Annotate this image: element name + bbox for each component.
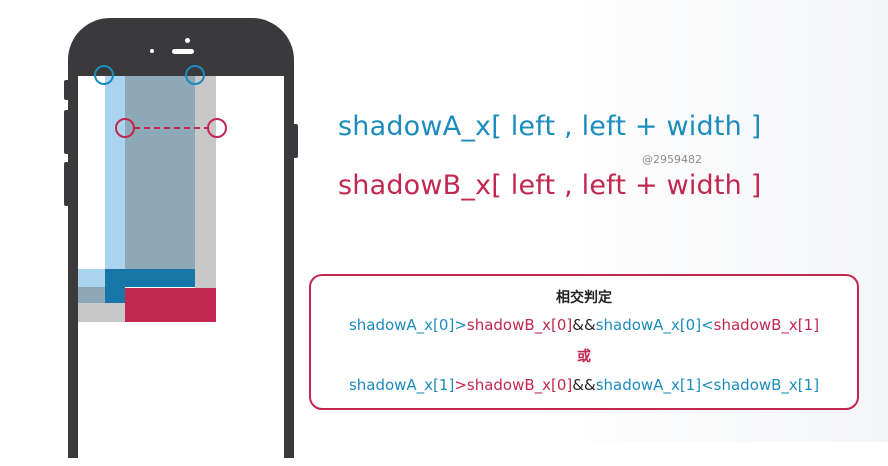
shadow-a-bar	[78, 269, 105, 287]
op-gt: >	[454, 316, 467, 334]
judgment-condition-2: shadowA_x[1]>shadowB_x[0]&&shadowA_x[1]<…	[311, 376, 857, 394]
phone-power-button	[293, 124, 298, 158]
term-shadow-b0: shadowB_x[0]	[466, 376, 573, 394]
term-shadow-a1: shadowA_x[1]	[595, 376, 702, 394]
op-lt: <	[701, 316, 714, 334]
shadow-a-formula: shadowA_x[ left , left + width ]	[338, 111, 762, 142]
shadow-a-lower	[105, 287, 125, 303]
term-shadow-a1: shadowA_x[1]	[348, 376, 455, 394]
term-shadow-b1: shadowB_x[1]	[713, 376, 820, 394]
op-gt: >	[454, 376, 467, 394]
phone-mute-switch	[64, 80, 69, 100]
phone-mockup	[68, 18, 294, 466]
phone-camera-dot	[185, 38, 190, 43]
intersection-judgment-box: 相交判定 shadowA_x[0]>shadowB_x[0]&&shadowA_…	[309, 274, 859, 410]
shadow-b-lower-left	[78, 287, 105, 303]
judgment-or-label: 或	[577, 349, 591, 365]
judgment-condition-1: shadowA_x[0]>shadowB_x[0]&&shadowA_x[0]<…	[311, 316, 857, 334]
phone-speaker	[172, 49, 194, 54]
op-and: &&	[572, 316, 596, 334]
term-shadow-b0: shadowB_x[0]	[466, 316, 573, 334]
op-lt: <	[701, 376, 714, 394]
shadow-b-formula: shadowB_x[ left , left + width ]	[338, 170, 762, 201]
phone-screen	[78, 76, 284, 458]
term-shadow-b1: shadowB_x[1]	[713, 316, 820, 334]
watermark-text: @2959482	[642, 153, 702, 166]
element-a-column	[105, 76, 125, 272]
op-and: &&	[572, 376, 596, 394]
phone-sensor-dot	[150, 49, 154, 53]
phone-home-button	[166, 436, 196, 466]
judgment-title: 相交判定	[556, 290, 612, 306]
element-b-column	[195, 76, 216, 322]
term-shadow-a0: shadowA_x[0]	[348, 316, 455, 334]
shadow-overlap-bar	[105, 269, 195, 287]
phone-volume-up	[64, 110, 69, 154]
phone-volume-down	[64, 162, 69, 206]
overlap-column	[125, 76, 195, 272]
shadow-b-block	[125, 288, 216, 322]
term-shadow-a0: shadowA_x[0]	[595, 316, 702, 334]
